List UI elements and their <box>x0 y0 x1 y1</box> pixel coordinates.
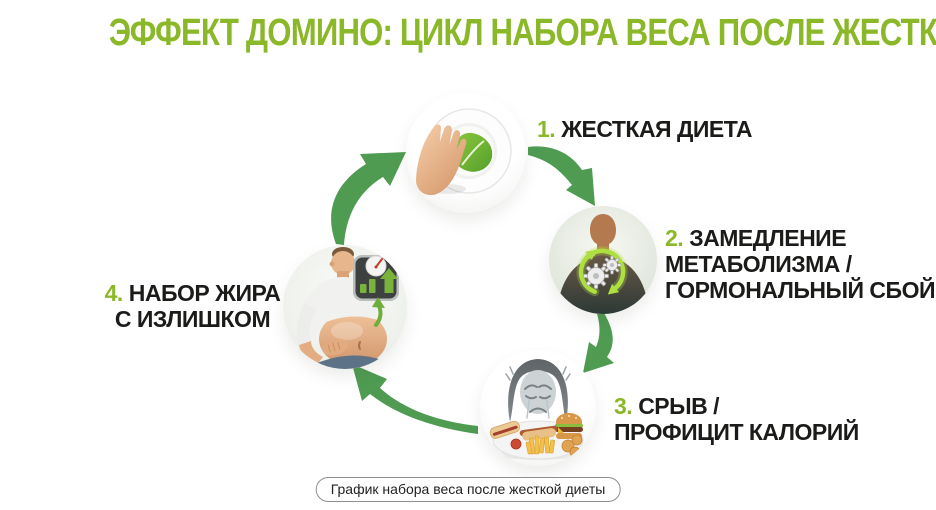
step-1-text: ЖЕСТКАЯ ДИЕТА <box>561 116 752 142</box>
step-4-image <box>283 245 407 369</box>
step-3-label: 3.СРЫВ / ПРОФИЦИТ КАЛОРИЙ <box>614 393 859 445</box>
caption-pill: График набора веса после жесткой диеты <box>315 477 621 502</box>
step-3-number: 3. <box>614 393 633 419</box>
crying-woman-junk-food-icon <box>489 359 584 460</box>
gear-small-icon <box>602 255 622 275</box>
step-3-text-line2: ПРОФИЦИТ КАЛОРИЙ <box>614 419 859 445</box>
step-3-image <box>480 350 596 466</box>
step-4-text-line1: НАБОР ЖИРА <box>128 280 281 306</box>
cycle-arrow-3-to-4-icon <box>352 364 478 434</box>
step-2-text-line3: ГОРМОНАЛЬНЫЙ СБОЙ <box>665 277 936 303</box>
step-2-number: 2. <box>665 225 684 251</box>
step-2-image <box>549 206 657 314</box>
step-4-number: 4. <box>104 280 124 306</box>
step-2-text-line1: ЗАМЕДЛЕНИЕ <box>689 225 847 251</box>
page-title-text: ЭФФЕКТ ДОМИНО: ЦИКЛ НАБОРА ВЕСА ПОСЛЕ ЖЕ… <box>108 12 936 54</box>
step-2-label: 2.ЗАМЕДЛЕНИЕ МЕТАБОЛИЗМА / ГОРМОНАЛЬНЫЙ … <box>665 225 936 303</box>
cycle-arrow-1-to-2-icon <box>528 146 595 206</box>
step-4-text-line2: С ИЗЛИШКОМ <box>114 306 271 332</box>
step-3-text-line1: СРЫВ / <box>638 393 720 419</box>
gear-large-icon <box>583 263 609 289</box>
step-1-label: 1.ЖЕСТКАЯ ДИЕТА <box>537 116 752 142</box>
overweight-belly-scale-icon <box>283 245 407 369</box>
step-1-image <box>406 93 526 213</box>
step-1-number: 1. <box>537 116 556 142</box>
gain-up-arrow-icon <box>372 297 385 327</box>
cycle-arrow-2-to-3-icon <box>583 313 614 373</box>
burger-icon <box>555 413 583 439</box>
step-4-label: 4.НАБОР ЖИРА С ИЗЛИШКОМ <box>100 280 285 332</box>
hand-refusing-salad-plate-icon <box>416 108 512 196</box>
cycle-arrow-4-to-1-icon <box>331 152 406 245</box>
fries-icon <box>525 435 555 455</box>
torso-gears-metabolism-icon <box>549 206 657 314</box>
page-title: ЭФФЕКТ ДОМИНО: ЦИКЛ НАБОРА ВЕСА ПОСЛЕ ЖЕ… <box>0 12 936 55</box>
step-2-text-line2: МЕТАБОЛИЗМА / <box>665 251 852 277</box>
weight-scale-icon <box>353 255 399 301</box>
